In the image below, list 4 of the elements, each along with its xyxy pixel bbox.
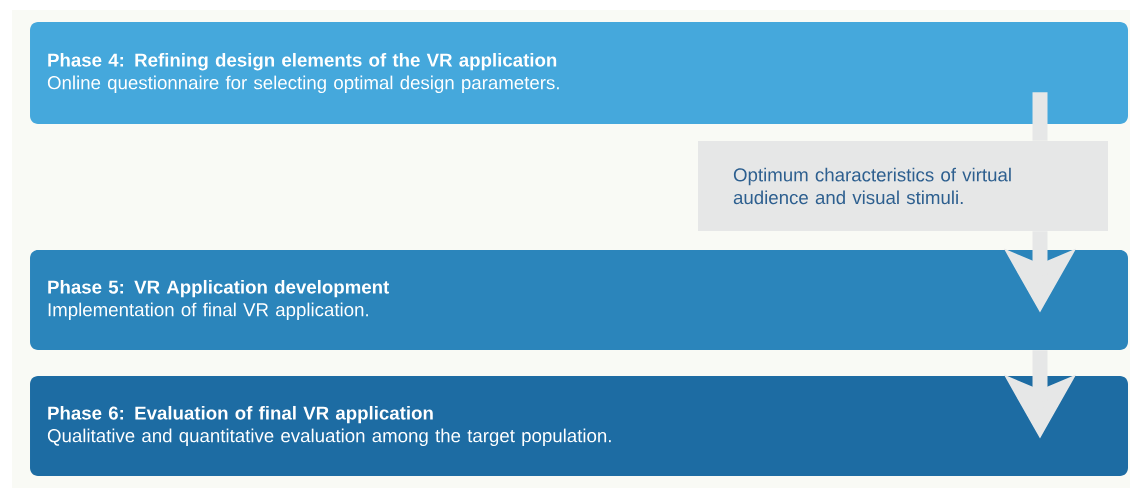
note-box: Optimum characteristics of virtual audience and visual stimuli. [698, 141, 1108, 231]
phase-box: Phase 5: VR Application development Implementation of final VR application. [30, 250, 1128, 350]
phase-box: Phase 4: Refining design elements of the VR application Online questionnaire for selecting optimal design parameters. [30, 22, 1128, 124]
phase-box: Phase 6: Evaluation of final VR application Qualitative and quantitative evaluation among the target population. [30, 376, 1128, 476]
